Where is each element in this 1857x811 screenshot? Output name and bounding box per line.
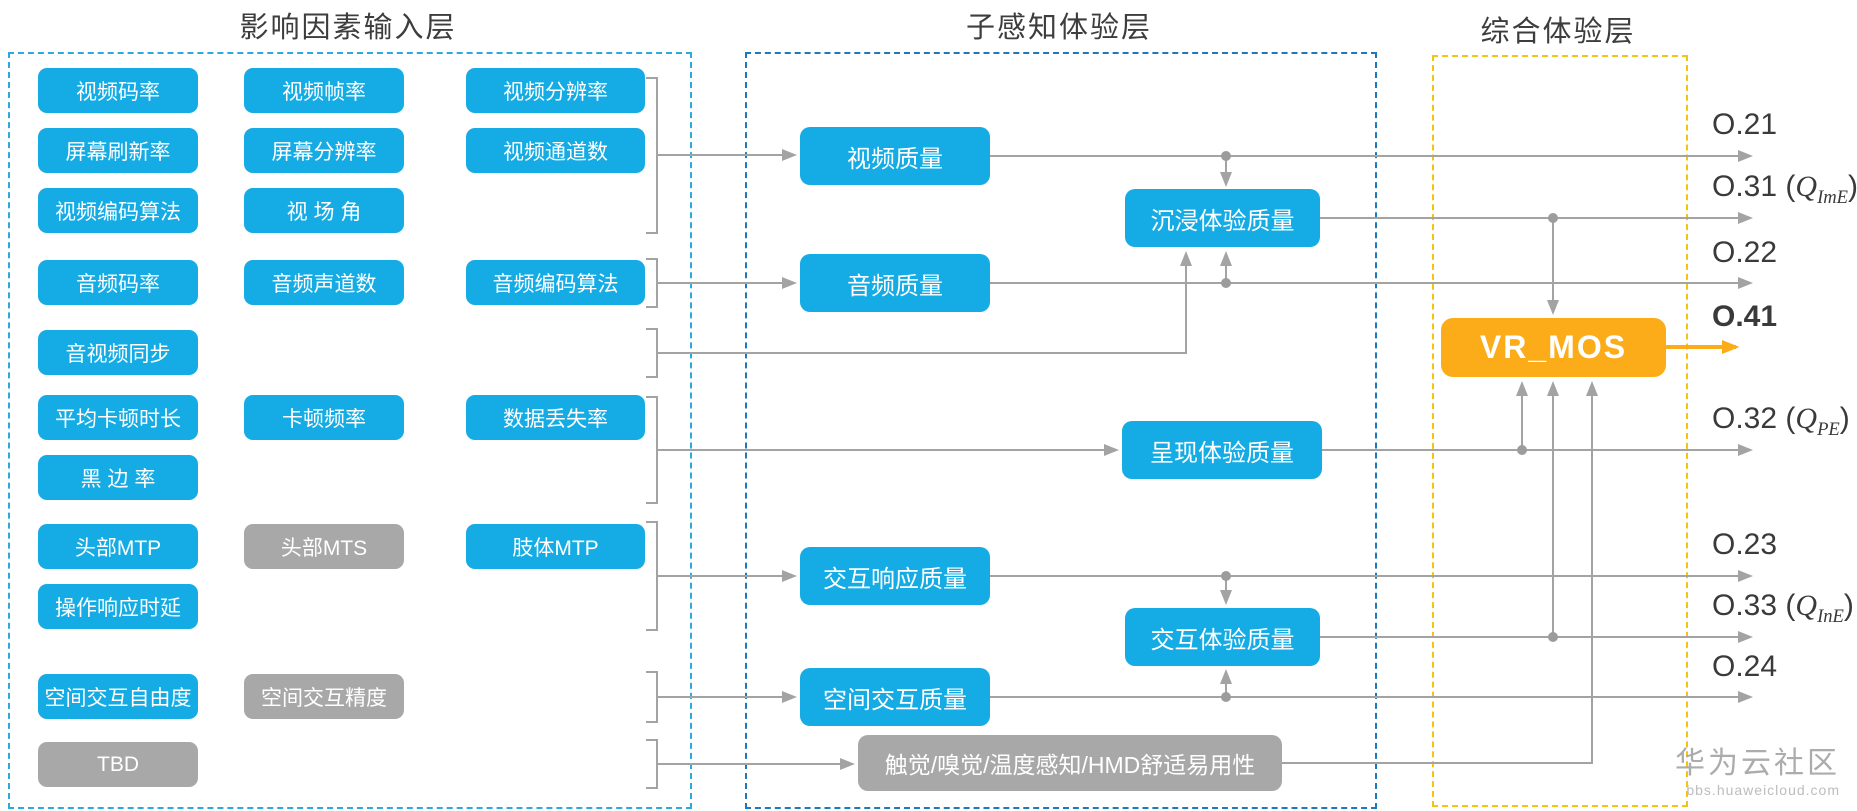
output-label-o41: O.41 [1712,300,1778,333]
input-box-video-resolution: 视频分辨率 [466,68,645,113]
perception-box-spatial-interaction-quality: 空间交互质量 [800,668,990,726]
input-box-audio-channels: 音频声道数 [244,260,404,305]
vr-mos-box: VR_MOS [1441,318,1666,377]
perception-layer-title: 子感知体验层 [965,12,1152,44]
input-box-black-edge-rate: 黑 边 率 [38,455,198,500]
output-label-o24: O.24 [1712,650,1778,683]
output-label-o21: O.21 [1712,108,1778,141]
output-label-o22: O.22 [1712,236,1778,269]
junction-dot [1221,151,1231,161]
input-layer-container [8,52,692,809]
input-box-spatial-dof: 空间交互自由度 [38,674,198,719]
bracket-video-group [646,77,658,234]
input-box-video-channels: 视频通道数 [466,128,645,173]
bracket-avsync-group [646,328,658,378]
bracket-stall-group [646,396,658,504]
input-box-head-mtp: 头部MTP [38,524,198,569]
overall-layer-container [1432,55,1688,807]
input-box-audio-codec: 音频编码算法 [466,260,645,305]
perception-box-presentation-quality: 呈现体验质量 [1122,421,1322,479]
input-box-head-mts: 头部MTS [244,524,404,569]
perception-layer-container [745,52,1377,809]
perception-box-audio-quality: 音频质量 [800,254,990,312]
input-box-video-framerate: 视频帧率 [244,68,404,113]
input-box-limb-mtp: 肢体MTP [466,524,645,569]
watermark-url: bbs.huaweicloud.com [1686,782,1840,798]
bracket-interaction-group [646,521,658,631]
arrow-avsync-to-immersive [657,251,1192,354]
bracket-audio-group [646,258,658,308]
output-label-o32: O.32 (QPE) [1712,402,1850,440]
output-label-o23: O.23 [1712,528,1778,561]
output-label-o33: O.33 (QInE) [1712,589,1854,627]
junction-dot [1548,213,1558,223]
input-box-tbd: TBD [38,742,198,787]
bracket-spatial-group [646,671,658,723]
input-box-video-codec: 视频编码算法 [38,188,198,233]
junction-dot [1221,278,1231,288]
input-box-audio-bitrate: 音频码率 [38,260,198,305]
input-box-data-loss-rate: 数据丢失率 [466,395,645,440]
input-box-screen-resolution: 屏幕分辨率 [244,128,404,173]
perception-box-interaction-response-quality: 交互响应质量 [800,547,990,605]
watermark-text: 华为云社区 [1675,747,1840,780]
junction-dot [1548,632,1558,642]
input-box-fov: 视 场 角 [244,188,404,233]
perception-box-other-senses: 触觉/嗅觉/温度感知/HMD舒适易用性 [858,735,1282,791]
input-layer-title: 影响因素输入层 [239,12,457,44]
input-box-avg-stall-duration: 平均卡顿时长 [38,395,198,440]
output-label-o31: O.31 (QImE) [1712,170,1857,208]
input-box-av-sync: 音视频同步 [38,330,198,375]
bracket-tbd-group [646,739,658,789]
input-box-spatial-precision: 空间交互精度 [244,674,404,719]
junction-dot [1517,445,1527,455]
junction-dot [1221,571,1231,581]
perception-box-immersive-quality: 沉浸体验质量 [1125,189,1320,247]
junction-dot [1221,692,1231,702]
perception-box-interaction-quality: 交互体验质量 [1125,608,1320,666]
watermark: 华为云社区 bbs.huaweicloud.com [1610,738,1840,798]
input-box-screen-refresh: 屏幕刷新率 [38,128,198,173]
input-box-stall-frequency: 卡顿频率 [244,395,404,440]
arrow-other-to-vrmos [1282,381,1598,764]
perception-box-video-quality: 视频质量 [800,127,990,185]
input-box-video-bitrate: 视频码率 [38,68,198,113]
overall-layer-title: 综合体验层 [1480,16,1636,48]
input-box-op-response-delay: 操作响应时延 [38,584,198,629]
